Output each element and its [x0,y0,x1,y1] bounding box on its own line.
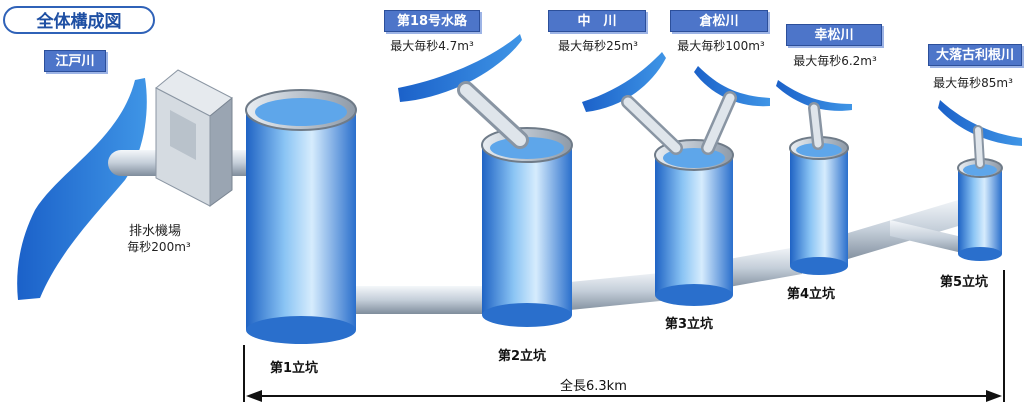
inflow-cap-nakagawa: 最大毎秒25m³ [558,39,638,53]
inflow-cap-ootoshi: 最大毎秒85m³ [933,76,1013,90]
river-nakagawa [582,52,666,112]
inflow-tag-koumatsu: 幸松川 [786,24,882,46]
pump-station-capacity: 毎秒200m³ [127,240,191,254]
total-length-label: 全長6.3km [560,379,627,394]
shaft-1-label: 第1立坑 [270,361,319,376]
inflow-tag-ootoshi: 大落古利根川 [928,44,1022,66]
inflow-pipes [457,81,985,169]
inflow-cap-18: 最大毎秒4.7m³ [390,39,474,53]
river-18-gou [398,34,522,102]
pump-station-name: 排水機場 [128,224,181,239]
pump-station [155,69,233,207]
inflow-cap-kuramatsu: 最大毎秒100m³ [677,39,765,53]
river-oootoshi [938,100,1022,146]
inflow-tag-kuramatsu: 倉松川 [670,10,768,32]
diagram-title: 全体構成図 [3,6,155,34]
shaft-4-label: 第4立坑 [787,287,836,302]
shaft-5-label: 第5立坑 [940,275,989,290]
total-length-line [243,270,1005,402]
river-koumatsu [776,80,852,111]
inflow-tag-nakagawa: 中 川 [548,10,646,32]
shaft-2-label: 第2立坑 [498,349,547,364]
inflow-cap-koumatsu: 最大毎秒6.2m³ [793,54,877,68]
shaft-4 [789,136,849,275]
main-tunnel [318,198,975,314]
edogawa-tag: 江戸川 [44,50,106,72]
shaft-1 [245,89,357,344]
shaft-3-label: 第3立坑 [665,317,714,332]
shaft-5 [957,158,1003,261]
inflow-tag-18: 第18号水路 [384,10,480,32]
shaft-2 [481,127,573,327]
river-kuramatsu [694,66,770,107]
edogawa-river [17,78,147,300]
shaft-3 [654,139,734,306]
